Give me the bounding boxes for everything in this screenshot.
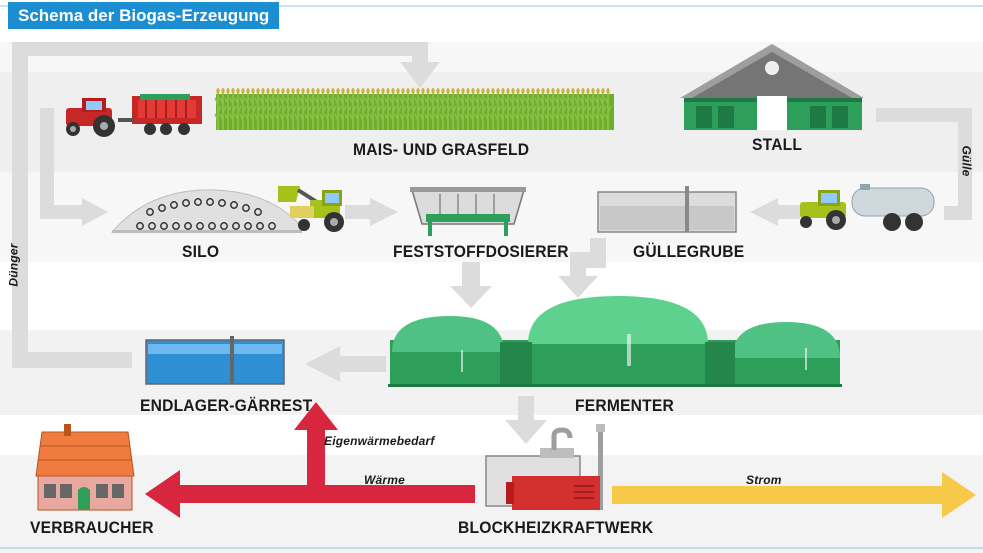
- label-own-heat: Eigenwärmebedarf: [324, 434, 435, 448]
- dosing-hopper-icon: [410, 187, 526, 236]
- label-field: MAIS- UND GRASFELD: [353, 140, 530, 159]
- silo-heap-icon: [110, 189, 302, 233]
- label-consumer: VERBRAUCHER: [30, 518, 154, 537]
- diagram-title: Schema der Biogas-Erzeugung: [8, 2, 280, 29]
- house-icon: [35, 424, 135, 511]
- label-slurry: Gülle: [959, 145, 974, 177]
- label-chp: BLOCKHEIZKRAFTWERK: [458, 518, 654, 537]
- label-silo: SILO: [182, 242, 220, 261]
- slurry-tractor-icon: [800, 184, 935, 231]
- label-fermenter: FERMENTER: [575, 396, 674, 415]
- label-slurry-pit: GÜLLEGRUBE: [633, 242, 745, 261]
- power-arrow: [612, 472, 976, 518]
- loader-tractor-icon: [278, 186, 344, 232]
- chp-unit-icon: [485, 424, 605, 510]
- slurry-tank-icon: [597, 186, 737, 233]
- label-storage: ENDLAGER-GÄRREST: [140, 396, 313, 415]
- flow-arrows: [12, 42, 972, 444]
- fermenter-domes-icon: [388, 296, 842, 387]
- tractor-icon: [66, 94, 202, 137]
- label-heat: Wärme: [364, 473, 406, 487]
- barn-icon: [680, 44, 864, 130]
- corn-field-icon: [214, 88, 614, 130]
- storage-tank-icon: [145, 336, 285, 385]
- heat-arrows: [145, 402, 475, 518]
- label-power: Strom: [746, 473, 782, 487]
- label-stable: STALL: [752, 135, 803, 154]
- label-fertilizer: Dünger: [6, 243, 21, 287]
- label-dosing: FESTSTOFFDOSIERER: [393, 242, 569, 261]
